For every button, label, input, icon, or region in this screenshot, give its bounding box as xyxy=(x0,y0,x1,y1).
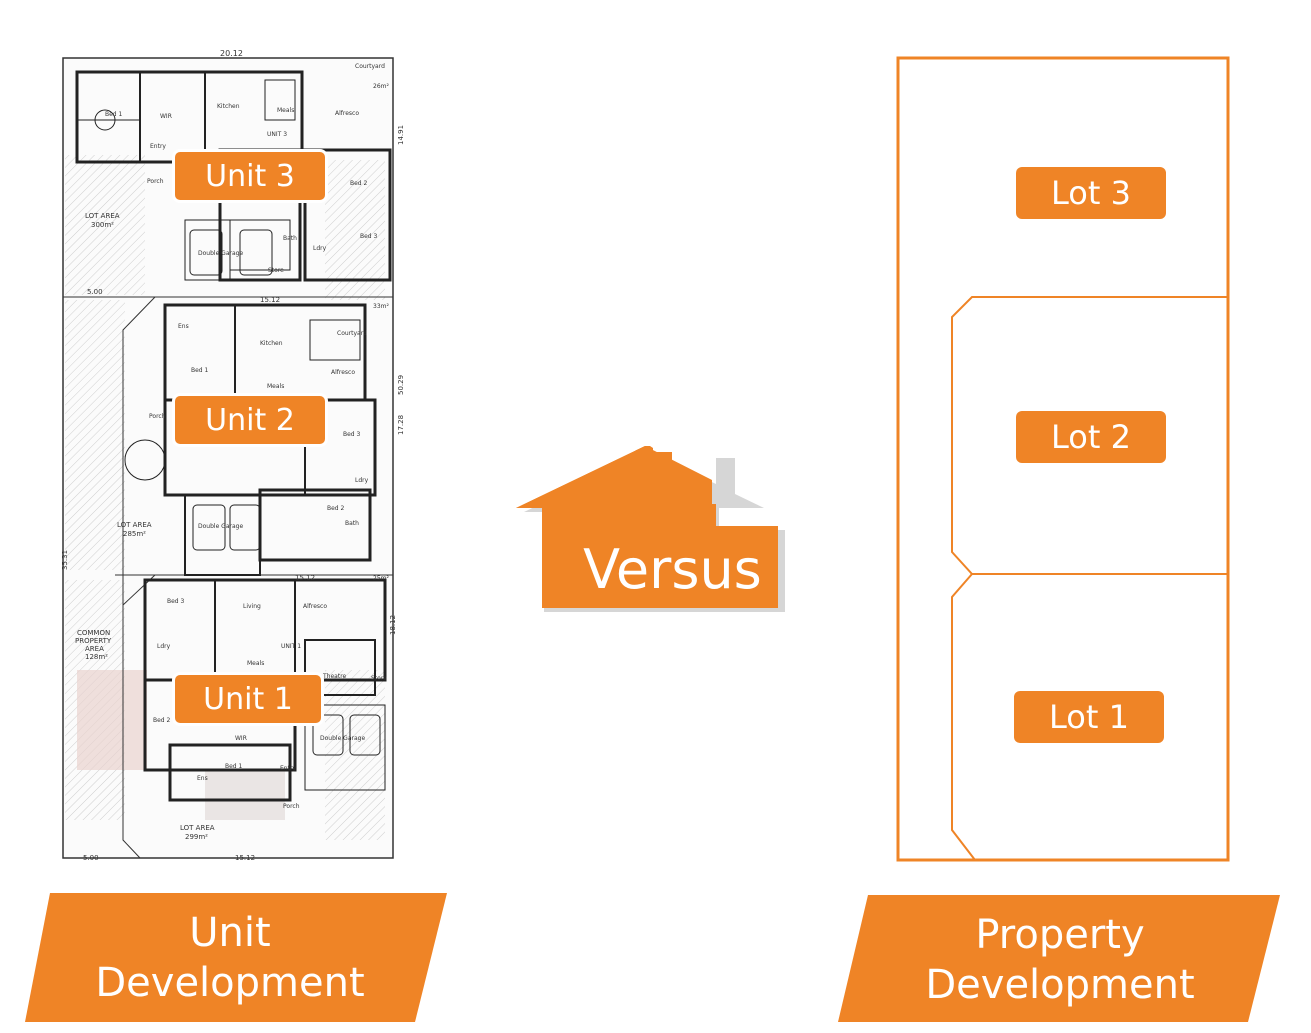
hatch-area-common xyxy=(65,300,125,570)
shaded-porch xyxy=(205,770,285,820)
room-courtyard-2: Courtyard xyxy=(337,330,367,337)
room-porch-1: Porch xyxy=(283,803,300,810)
dim-left-b: 5.00 xyxy=(83,854,99,862)
lot-1-boundary xyxy=(951,573,976,861)
room-unit1-tag: UNIT 1 xyxy=(281,643,301,650)
versus-house-shape xyxy=(516,446,785,612)
room-bed3-2: Bed 3 xyxy=(343,431,361,438)
room-wir-3: WIR xyxy=(160,113,172,120)
lot-area-3-value: 300m² xyxy=(91,221,114,229)
room-porch-2: Porch xyxy=(149,413,166,420)
unit-development-title: Unit Development xyxy=(40,908,420,1008)
dim-top-width: 20.12 xyxy=(220,50,243,58)
shaded-common xyxy=(77,670,147,770)
room-bed1-2: Bed 1 xyxy=(191,367,209,374)
room-bath-3: Bath xyxy=(283,235,297,242)
lot-area-2-label: LOT AREA xyxy=(117,521,152,529)
room-unit3-tag: UNIT 3 xyxy=(267,131,287,138)
room-garage-1: Double Garage xyxy=(320,735,365,742)
unit-1-label: Unit 1 xyxy=(175,675,321,723)
unit-development-line2: Development xyxy=(95,960,365,1006)
unit-3-label: Unit 3 xyxy=(175,152,325,200)
hatch-area-3 xyxy=(65,155,145,295)
dim-depth-total: 50.29 xyxy=(397,375,405,395)
room-bed2-1: Bed 2 xyxy=(153,717,171,724)
room-wir-1: WIR xyxy=(235,735,247,742)
common-label-2: PROPERTY xyxy=(75,637,112,645)
room-ldry-3: Ldry xyxy=(313,245,327,252)
lot-3-label: Lot 3 xyxy=(1016,167,1166,219)
dim-side-a: 35.31 xyxy=(61,550,69,570)
room-bath-2: Bath xyxy=(345,520,359,527)
room-alfresco-2: Alfresco xyxy=(331,369,355,376)
dim-depth-u2: 17.28 xyxy=(397,415,405,435)
lot-boundary xyxy=(896,56,1230,862)
room-bed1-3: Bed 1 xyxy=(105,111,123,118)
room-bed2-3: Bed 2 xyxy=(350,180,368,187)
room-entry-1: Entry xyxy=(280,765,296,772)
room-kitchen-2: Kitchen xyxy=(260,340,283,347)
room-store-3: Store xyxy=(268,267,284,274)
property-development-line2: Development xyxy=(925,962,1195,1008)
room-bed2-2: Bed 2 xyxy=(327,505,345,512)
dim-bottom-width: 15.12 xyxy=(235,854,255,862)
room-ldry-1: Ldry xyxy=(157,643,171,650)
room-porch-3: Porch xyxy=(147,178,164,185)
room-entry-3: Entry xyxy=(150,143,166,150)
lot-area-2-value: 285m² xyxy=(123,530,146,538)
room-meals-1: Meals xyxy=(247,660,264,667)
lot-2-boundary xyxy=(951,296,1228,575)
unit-development-banner-shape xyxy=(25,893,447,1022)
room-garage-3: Double Garage xyxy=(198,250,243,257)
room-bed1-1: Bed 1 xyxy=(225,763,243,770)
room-alfresco-1: Alfresco xyxy=(303,603,327,610)
common-value: 128m² xyxy=(85,653,108,661)
room-garage-2: Double Garage xyxy=(198,523,243,530)
room-alfresco-3: Alfresco xyxy=(335,110,359,117)
room-courtyard-3: Courtyard xyxy=(355,63,385,70)
property-development-title: Property Development xyxy=(860,910,1260,1010)
dim-depth-u3: 14.91 xyxy=(397,125,405,145)
room-meals-3: Meals xyxy=(277,107,294,114)
lot-area-1-value: 299m² xyxy=(185,833,208,841)
dim-mid-width-a: 15.12 xyxy=(260,296,280,304)
common-label-1: COMMON xyxy=(77,629,110,637)
dim-depth-u1: 18.12 xyxy=(389,615,397,635)
room-ens-1: Ens xyxy=(197,775,208,782)
versus-label: Versus xyxy=(583,538,762,601)
room-ens-2: Ens xyxy=(178,323,189,330)
unit-2-label: Unit 2 xyxy=(175,396,325,444)
lot-1-label: Lot 1 xyxy=(1014,691,1164,743)
lot-area-1-label: LOT AREA xyxy=(180,824,215,832)
room-bed3-1: Bed 3 xyxy=(167,598,185,605)
property-development-line1: Property xyxy=(975,912,1145,958)
property-development-banner-shape xyxy=(838,895,1280,1022)
common-label-3: AREA xyxy=(85,645,104,653)
lot-area-3-label: LOT AREA xyxy=(85,212,120,220)
room-theatre-1: Theatre xyxy=(322,673,347,680)
room-ldry-2: Ldry xyxy=(355,477,369,484)
dim-mid-width-b: 15.12 xyxy=(295,574,315,582)
lot-2-label: Lot 2 xyxy=(1016,411,1166,463)
room-kitchen-3: Kitchen xyxy=(217,103,240,110)
room-living-1: Living xyxy=(243,603,261,610)
dim-left-a: 5.00 xyxy=(87,288,103,296)
unit-development-line1: Unit xyxy=(189,910,271,956)
room-bed3-3: Bed 3 xyxy=(360,233,378,240)
area-b: 33m² xyxy=(373,303,389,310)
area-c: 25m² xyxy=(373,575,389,582)
area-a: 26m² xyxy=(373,83,389,90)
room-meals-2: Meals xyxy=(267,383,284,390)
hatch-side-3 xyxy=(325,160,385,300)
property-lot-plan xyxy=(896,56,1230,862)
room-store-1: Store xyxy=(371,675,387,682)
